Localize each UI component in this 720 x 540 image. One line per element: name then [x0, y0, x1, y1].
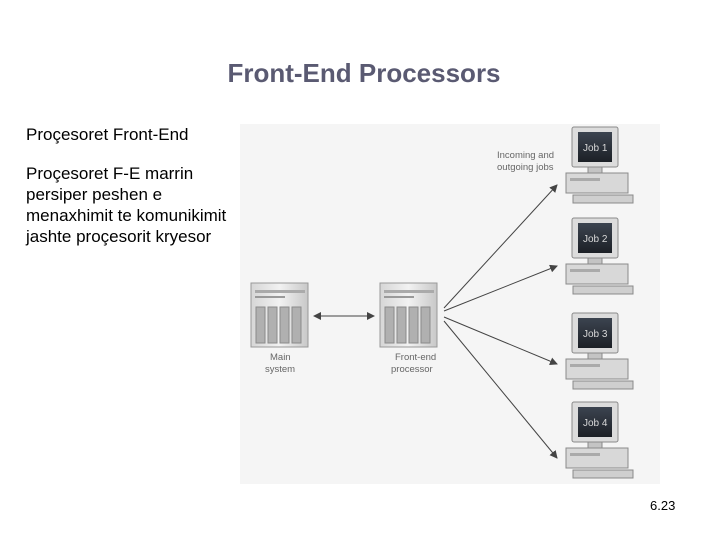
- main-system-cabinet: [250, 282, 309, 348]
- front-end-label-line2: processor: [391, 364, 433, 375]
- terminal-job-4: Job 4: [565, 401, 634, 479]
- incoming-outgoing-label-line2: outgoing jobs: [497, 162, 554, 173]
- job-2-label: Job 2: [583, 234, 608, 245]
- body-line: Proçesoret F-E marrin: [26, 164, 194, 183]
- main-system-label-line1: Main: [270, 352, 291, 363]
- body-line: jashte proçesorit kryesor: [26, 227, 212, 246]
- subheading: Proçesoret Front-End: [26, 125, 189, 144]
- front-end-processor-cabinet: [379, 282, 438, 348]
- body-line: menaxhimit te komunikimit: [26, 206, 227, 225]
- job-4-label: Job 4: [583, 418, 608, 429]
- incoming-outgoing-label-line1: Incoming and: [497, 150, 554, 161]
- terminal-job-2: Job 2: [565, 217, 634, 295]
- slide-title: Front-End Processors: [227, 58, 501, 88]
- main-system-label-line2: system: [265, 364, 295, 375]
- job-3-label: Job 3: [583, 329, 608, 340]
- terminal-job-1: Job 1: [565, 126, 634, 204]
- job-1-label: Job 1: [583, 143, 608, 154]
- body-line: persiper peshen e: [26, 185, 163, 204]
- link-arrow-job-3: [443, 316, 558, 366]
- link-arrow-job-4: [443, 320, 558, 459]
- link-arrow-job-1: [443, 184, 558, 309]
- terminal-job-3: Job 3: [565, 312, 634, 390]
- front-end-label-line1: Front-end: [395, 352, 436, 363]
- slide-number: 6.23: [650, 498, 676, 513]
- link-arrow-job-2: [443, 264, 558, 312]
- body-text: Proçesoret F-E marrin persiper peshen e …: [26, 163, 266, 247]
